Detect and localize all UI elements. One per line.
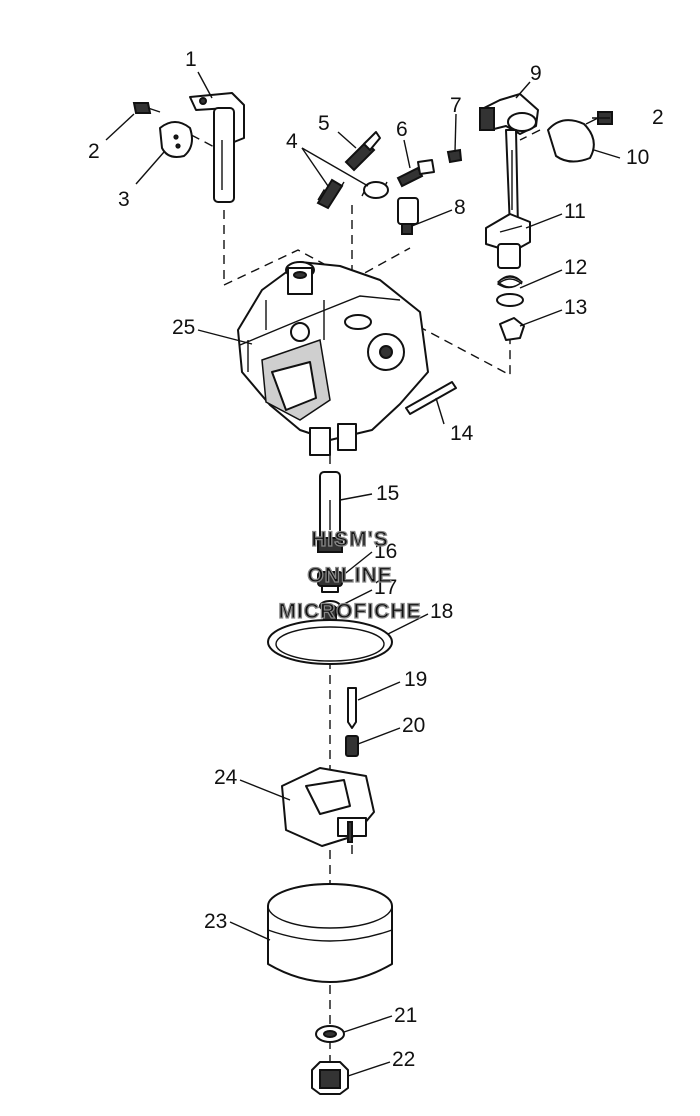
callout-8: 8 bbox=[454, 196, 466, 219]
part-18-gasket bbox=[267, 619, 393, 665]
callout-22: 22 bbox=[392, 1048, 415, 1071]
part-24-float bbox=[281, 767, 375, 847]
callout-25: 25 bbox=[172, 316, 195, 339]
callout-4: 4 bbox=[286, 130, 298, 153]
part-21-washer bbox=[315, 1025, 345, 1043]
part-16-main-jet bbox=[317, 571, 343, 593]
callout-6: 6 bbox=[396, 118, 408, 141]
leader-lines bbox=[105, 71, 621, 1077]
part-23-float-bowl bbox=[267, 883, 393, 983]
callout-20: 20 bbox=[402, 714, 425, 737]
callout-24: 24 bbox=[214, 766, 238, 789]
callout-10: 10 bbox=[626, 146, 649, 169]
part-2-screw-left bbox=[132, 102, 161, 114]
part-3-throttle-plate bbox=[159, 121, 193, 158]
watermark: HISM'S ONLINE MICROFICHE bbox=[278, 527, 422, 623]
callout-12: 12 bbox=[564, 256, 587, 279]
part-8-fitting bbox=[397, 197, 419, 235]
callout-3: 3 bbox=[118, 188, 130, 211]
watermark-line-2: ONLINE bbox=[307, 564, 392, 587]
callout-5: 5 bbox=[318, 112, 330, 135]
callout-23: 23 bbox=[204, 910, 227, 933]
part-11-cap bbox=[485, 213, 531, 269]
part-7-screw bbox=[446, 148, 463, 164]
part-25-carburetor-body bbox=[237, 261, 429, 456]
part-9-choke-shaft bbox=[479, 93, 539, 229]
callout-2-left: 2 bbox=[88, 140, 100, 163]
callout-15: 15 bbox=[376, 482, 399, 505]
part-12-spring bbox=[496, 275, 524, 307]
callout-13: 13 bbox=[564, 296, 587, 319]
part-6-idle-speed-screw bbox=[396, 159, 435, 188]
part-13-bushing bbox=[499, 317, 525, 341]
callout-17: 17 bbox=[374, 576, 397, 599]
callout-19: 19 bbox=[404, 668, 427, 691]
callout-21: 21 bbox=[394, 1004, 417, 1027]
watermark-line-1: HISM'S bbox=[311, 528, 389, 551]
part-15-main-nozzle bbox=[317, 471, 343, 553]
callout-11: 11 bbox=[564, 200, 586, 223]
callout-14: 14 bbox=[450, 422, 474, 445]
callout-16: 16 bbox=[374, 540, 397, 563]
part-5-mixture-screw bbox=[344, 131, 381, 172]
part-1-throttle-shaft bbox=[189, 92, 245, 203]
part-4-springs bbox=[316, 178, 389, 210]
part-19-inlet-needle bbox=[347, 687, 357, 729]
part-14-pin bbox=[405, 381, 457, 415]
callout-7: 7 bbox=[450, 94, 462, 117]
callout-2-right: 2 bbox=[652, 106, 664, 129]
part-22-bowl-nut bbox=[311, 1061, 349, 1095]
callout-labels: 1 2 2 3 4 5 6 7 8 9 10 11 12 13 14 15 16… bbox=[88, 48, 664, 1071]
callout-9: 9 bbox=[530, 62, 542, 85]
callout-18: 18 bbox=[430, 600, 453, 623]
part-10-choke-plate bbox=[547, 119, 595, 163]
watermark-line-3: MICROFICHE bbox=[279, 600, 422, 623]
part-20-spring bbox=[345, 735, 359, 757]
callout-1: 1 bbox=[185, 48, 197, 71]
